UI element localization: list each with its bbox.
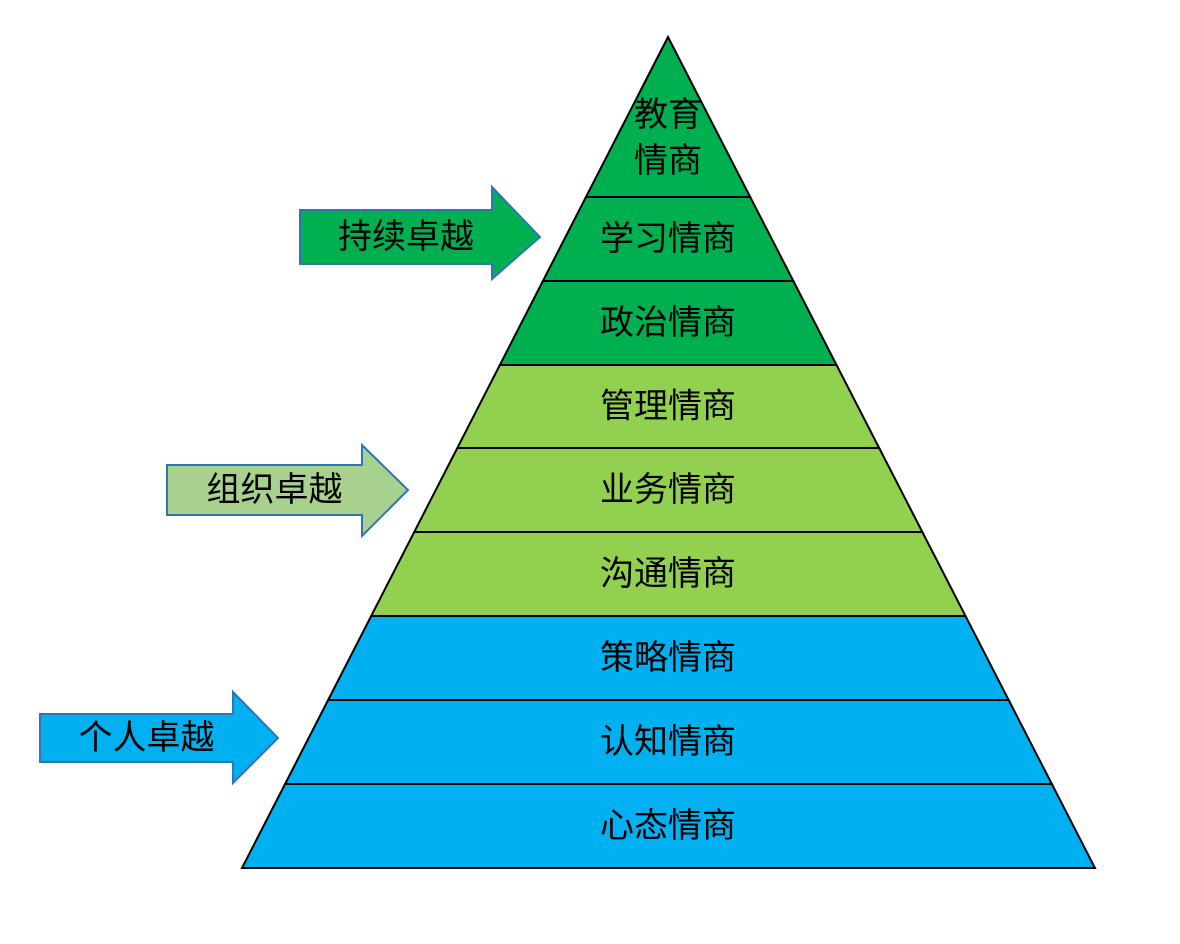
- pyramid-tier-label: 业务情商: [600, 470, 736, 510]
- pyramid-tier-label: 认知情商: [600, 722, 736, 762]
- pyramid-tier-label: 政治情商: [600, 303, 736, 343]
- pyramid-tier-label: 心态情商: [600, 806, 736, 846]
- excellence-arrow-2: [166, 442, 410, 539]
- pyramid-tier-label: 情商: [634, 141, 702, 181]
- pyramid-tier-label: 策略情商: [600, 638, 736, 678]
- pyramid-tier-label: 管理情商: [600, 387, 736, 427]
- excellence-arrow-label: 个人卓越: [79, 718, 215, 758]
- excellence-arrow-label: 组织卓越: [207, 470, 343, 510]
- pyramid-tier-9: [240, 783, 1097, 869]
- excellence-arrow-label: 持续卓越: [338, 217, 474, 257]
- excellence-arrow-3: [39, 689, 280, 786]
- pyramid-tier-label: 学习情商: [600, 219, 736, 259]
- excellence-arrow-1: [299, 184, 542, 282]
- pyramid-tier-label: 沟通情商: [600, 554, 736, 594]
- pyramid-tier-label: 教育: [634, 95, 702, 135]
